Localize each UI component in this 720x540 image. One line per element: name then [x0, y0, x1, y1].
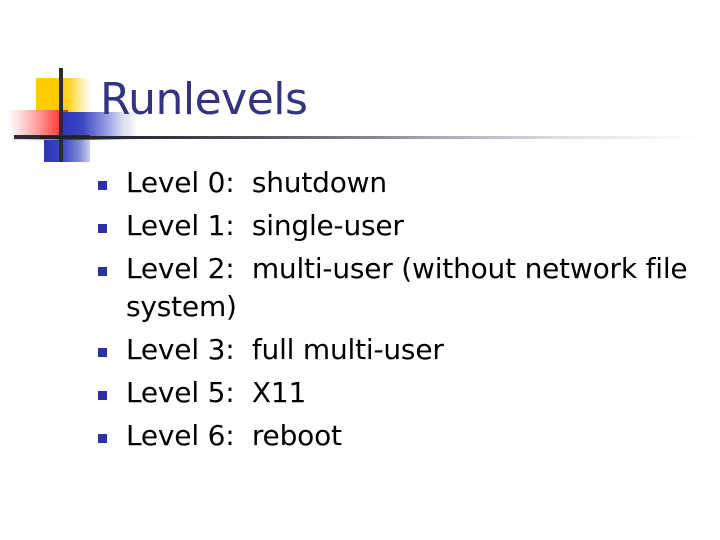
list-item: Level 5: X11 [96, 374, 696, 412]
bullet-square-icon [98, 348, 107, 357]
list-item-label: Level 2: multi-user (without network fil… [126, 252, 697, 323]
bullet-square-icon [98, 391, 107, 400]
list-item: Level 3: full multi-user [96, 331, 696, 369]
list-item: Level 2: multi-user (without network fil… [96, 250, 696, 326]
vertical-rule-shape [59, 68, 63, 162]
bullet-list: Level 0: shutdown Level 1: single-user L… [96, 164, 696, 460]
bullet-square-icon [98, 224, 107, 233]
list-item-label: Level 3: full multi-user [126, 333, 444, 366]
bullet-square-icon [98, 434, 107, 443]
list-item-label: Level 1: single-user [126, 209, 404, 242]
bullet-square-icon [98, 181, 107, 190]
bullet-square-icon [98, 267, 107, 276]
list-item-label: Level 5: X11 [126, 376, 307, 409]
slide-title: Runlevels [100, 74, 308, 125]
yellow-square-shape [36, 78, 92, 120]
list-item: Level 1: single-user [96, 207, 696, 245]
list-item-label: Level 0: shutdown [126, 166, 387, 199]
title-divider [40, 136, 700, 139]
blue-square-shape [44, 140, 90, 162]
list-item: Level 6: reboot [96, 417, 696, 455]
list-item-label: Level 6: reboot [126, 419, 342, 452]
list-item: Level 0: shutdown [96, 164, 696, 202]
